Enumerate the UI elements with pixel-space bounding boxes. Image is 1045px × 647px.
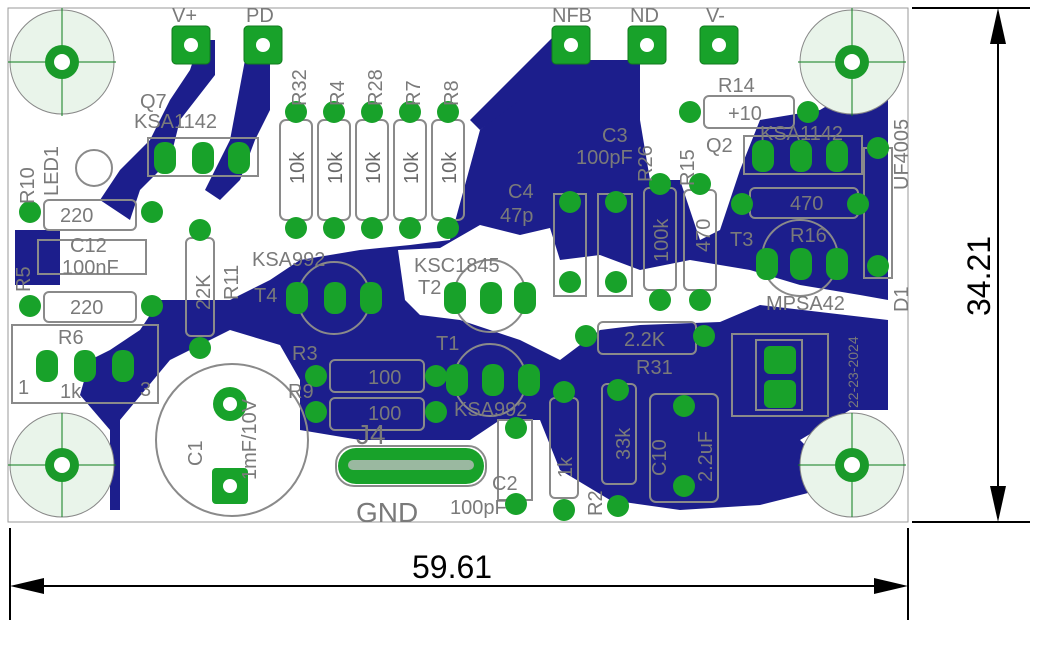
mounting-hole-bottom-left bbox=[8, 412, 116, 518]
mounting-hole-top-left bbox=[8, 8, 116, 116]
pad-label-nfb: NFB bbox=[552, 5, 592, 27]
q7-label: Q7 bbox=[140, 91, 167, 113]
c1-label: C1 bbox=[185, 440, 207, 466]
c10-label: C10 bbox=[649, 439, 671, 476]
r2-value: 1k bbox=[555, 456, 577, 478]
q2-label: Q2 bbox=[706, 135, 733, 157]
t4-label: T4 bbox=[254, 285, 277, 307]
r33k-value: 33k bbox=[613, 427, 635, 460]
c2-value: 100pF bbox=[450, 497, 507, 519]
t1-label: T1 bbox=[436, 333, 459, 355]
r4-value: 10k bbox=[325, 151, 347, 184]
gnd-label: GND bbox=[356, 497, 418, 528]
t3-part-label: MPSA42 bbox=[766, 293, 845, 315]
r9-label: R9 bbox=[288, 381, 314, 403]
pad-label-nd: ND bbox=[630, 5, 659, 27]
c12-label: C12 bbox=[70, 235, 107, 257]
pad-label-pd: PD bbox=[246, 5, 274, 27]
r28-label: R28 bbox=[365, 69, 387, 106]
t3-label: T3 bbox=[730, 229, 753, 251]
c2-label: C2 bbox=[492, 473, 518, 495]
r6-label: R6 bbox=[58, 327, 84, 349]
r16-label: R16 bbox=[790, 225, 827, 247]
r28-value: 10k bbox=[363, 151, 385, 184]
r10-value: 220 bbox=[60, 205, 93, 227]
t4-part-label: KSA992 bbox=[252, 249, 325, 271]
c4-value: 47p bbox=[500, 205, 533, 227]
date-label: 22-23-2024 bbox=[845, 336, 861, 408]
r9-value: 100 bbox=[368, 403, 401, 425]
pad-label-v-plus: V+ bbox=[172, 5, 197, 27]
t2-label: T2 bbox=[418, 277, 441, 299]
r3-label: R3 bbox=[292, 343, 318, 365]
r5-value: 220 bbox=[70, 297, 103, 319]
q2-part-label: KSA1142 bbox=[760, 123, 843, 145]
j4-label: J4 bbox=[356, 419, 386, 450]
r31-value: 2.2K bbox=[624, 329, 666, 351]
led1-label: LED1 bbox=[41, 146, 63, 196]
height-dimension-label: 34.21 bbox=[961, 236, 997, 316]
r14-value: +10 bbox=[728, 103, 762, 125]
mounting-hole-top-right bbox=[798, 8, 906, 116]
pad-label-v-minus: V- bbox=[706, 5, 725, 27]
r32-label: R32 bbox=[289, 69, 311, 106]
r14-label: R14 bbox=[718, 75, 755, 97]
t2-part-label: KSC1845 bbox=[414, 255, 500, 277]
r26-label: R26 bbox=[635, 145, 657, 182]
r8-label: R8 bbox=[441, 80, 463, 106]
c3-value: 100pF bbox=[576, 147, 633, 169]
r6-pin-3: 3 bbox=[140, 379, 151, 401]
r15-value: 470 bbox=[693, 219, 715, 252]
c4-label: C4 bbox=[508, 181, 534, 203]
t1-part-label: KSA992 bbox=[454, 399, 527, 421]
r32-value: 10k bbox=[287, 151, 309, 184]
r5-label: R5 bbox=[13, 266, 35, 292]
r7-value: 10k bbox=[401, 151, 423, 184]
d1-part-label: UF4005 bbox=[891, 119, 913, 190]
r4-label: R4 bbox=[327, 80, 349, 106]
r11-value: 22K bbox=[193, 274, 215, 310]
r3-value: 100 bbox=[368, 367, 401, 389]
r15-label: R15 bbox=[677, 149, 699, 186]
width-dimension-label: 59.61 bbox=[412, 549, 492, 585]
dimension-lines bbox=[9, 7, 1030, 620]
pads bbox=[19, 25, 889, 521]
c3-label: C3 bbox=[602, 125, 628, 147]
q7-part-label: KSA1142 bbox=[134, 111, 217, 133]
r7-label: R7 bbox=[403, 80, 425, 106]
r26-value: 100k bbox=[651, 218, 673, 262]
mounting-holes bbox=[8, 8, 906, 518]
c12-value: 100nF bbox=[62, 257, 119, 279]
r2-label: R2 bbox=[585, 490, 607, 516]
mounting-hole-bottom-right bbox=[798, 412, 906, 518]
r6-pin-1: 1 bbox=[18, 377, 29, 399]
silkscreen-labels: V+ PD NFB ND V- Q7 KSA1142 LED1 R10 220 … bbox=[13, 5, 913, 528]
r8-value: 10k bbox=[439, 151, 461, 184]
r6-value: 1k bbox=[60, 381, 82, 403]
c10-value: 2.2uF bbox=[695, 431, 717, 482]
r10-label: R10 bbox=[17, 167, 39, 204]
r31-label: R31 bbox=[636, 357, 673, 379]
d1-label: D1 bbox=[891, 286, 913, 312]
r16-value: 470 bbox=[790, 193, 823, 215]
r11-label: R11 bbox=[221, 265, 243, 300]
c1-value: 1mF/10V bbox=[239, 398, 261, 480]
